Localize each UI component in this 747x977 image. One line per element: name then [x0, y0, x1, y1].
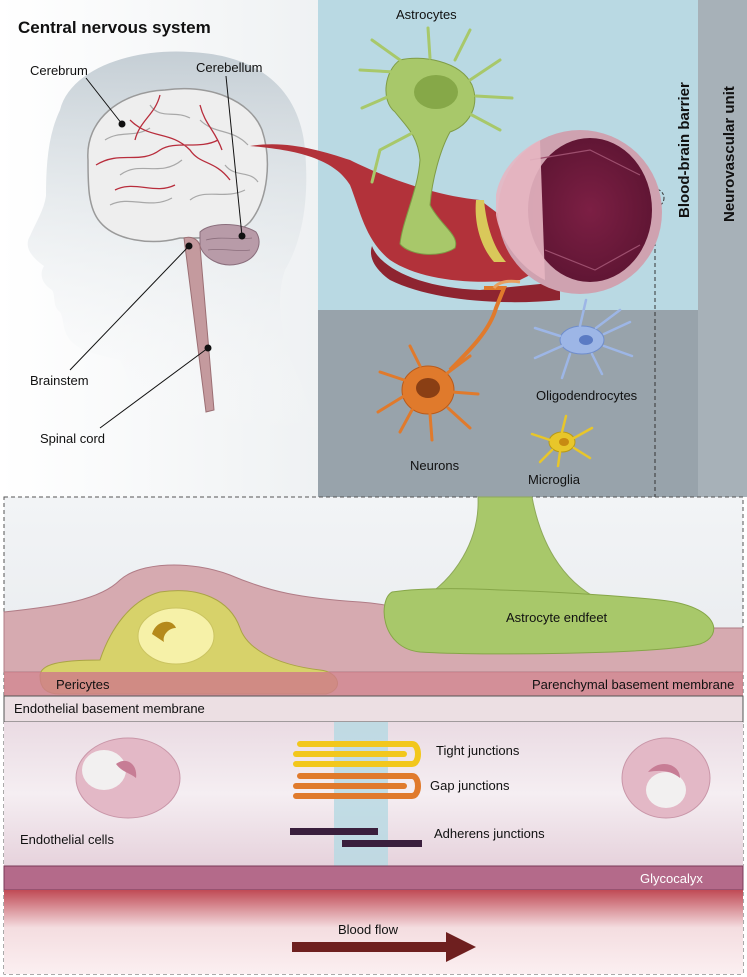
- label-endothelial-cells: Endothelial cells: [20, 832, 114, 847]
- label-endothelial-bm: Endothelial basement membrane: [14, 701, 205, 716]
- label-blood-flow: Blood flow: [338, 922, 398, 937]
- label-brainstem: Brainstem: [30, 373, 89, 388]
- label-gap-junctions: Gap junctions: [430, 778, 510, 793]
- label-adherens-junctions: Adherens junctions: [434, 826, 545, 841]
- nvu-region: [698, 0, 747, 497]
- vessel-cross-section: [475, 130, 662, 294]
- blood-flow-arrow: [292, 932, 476, 962]
- vessel-shadow: [370, 246, 560, 303]
- endothelial-nucleus-right: [621, 737, 711, 819]
- neuron-cell: [376, 279, 521, 442]
- label-astrocytes: Astrocytes: [396, 7, 457, 22]
- glycocalyx-layer: [3, 865, 744, 891]
- label-blood-brain-barrier: Blood-brain barrier: [676, 82, 693, 218]
- leader-lines: [69, 75, 246, 429]
- label-pericytes: Pericytes: [56, 677, 110, 692]
- label-glycocalyx: Glycocalyx: [640, 871, 703, 886]
- adherens-junction-icon: [290, 828, 378, 835]
- label-microglia: Microglia: [528, 472, 581, 487]
- nvu-lower-region: [318, 310, 698, 497]
- parenchymal-bm: [4, 672, 743, 696]
- label-spinal-cord: Spinal cord: [40, 431, 106, 446]
- gap-junction-icon: [293, 773, 421, 799]
- blood-lumen: [4, 890, 743, 974]
- brain-illustration: [87, 88, 269, 413]
- label-oligodendrocytes: Oligodendrocytes: [536, 388, 638, 403]
- microglia-cell: [530, 414, 594, 468]
- label-neurovascular-unit: Neurovascular unit: [721, 86, 738, 222]
- astrocyte-endfeet: [383, 588, 715, 655]
- figure-title: Central nervous system: [18, 18, 211, 37]
- pericyte-nucleolus: [152, 621, 176, 642]
- oligodendrocyte-cell: [533, 298, 634, 380]
- label-tight-junctions: Tight junctions: [436, 743, 520, 758]
- label-astrocyte-endfeet: Astrocyte endfeet: [506, 610, 608, 625]
- tight-junction-icon: [293, 741, 421, 767]
- endothelial-bm: [3, 695, 744, 723]
- label-neurons: Neurons: [410, 458, 460, 473]
- label-cerebrum: Cerebrum: [30, 63, 88, 78]
- label-parenchymal-bm: Parenchymal basement membrane: [532, 677, 735, 692]
- astrocyte-cell: [358, 26, 514, 255]
- label-cerebellum: Cerebellum: [196, 60, 263, 75]
- endothelial-nucleus-left: [75, 737, 181, 819]
- pericyte-nucleus: [137, 607, 215, 665]
- vessel-branch: [250, 144, 560, 282]
